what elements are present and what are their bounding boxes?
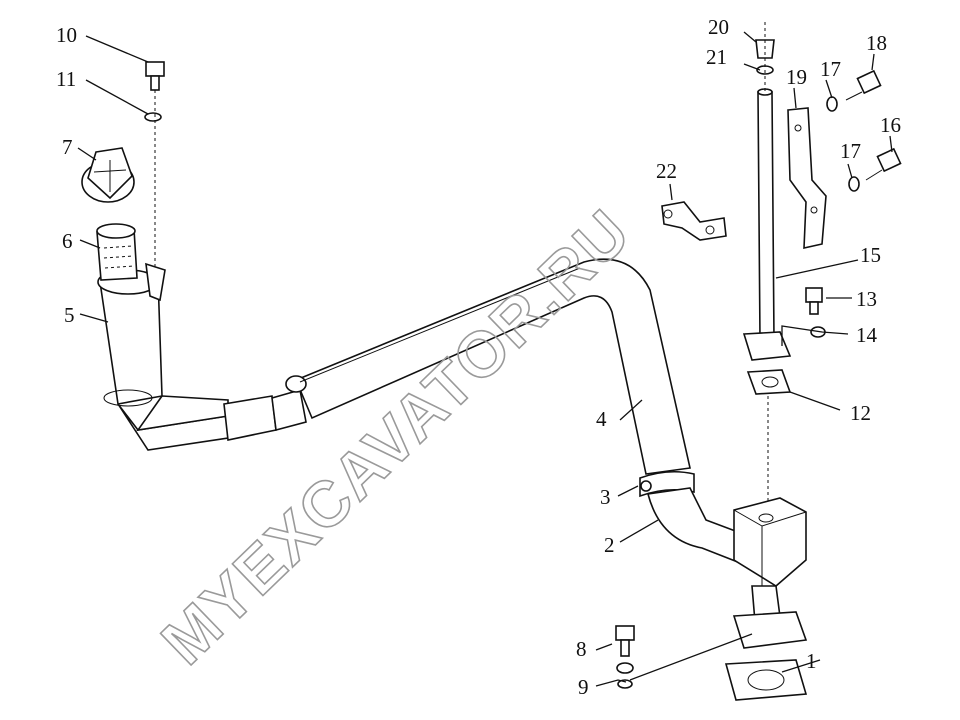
callout-labels: 1 2 3 4 5 6 7 8 9 10 11 12 13 14 15 16 1… — [56, 15, 901, 699]
callout-8: 8 — [576, 637, 587, 661]
part-10-bolt — [145, 61, 165, 91]
part-flange-plate — [742, 331, 792, 361]
callout-1: 1 — [806, 649, 817, 673]
callout-17-lower: 17 — [840, 139, 861, 163]
part-1-gasket — [724, 611, 808, 701]
part-18-bolt — [845, 69, 882, 101]
part-17-washer-lower — [848, 176, 860, 192]
part-12-gasket — [746, 369, 792, 395]
part-15-breather-pipe — [757, 88, 775, 341]
leader-lines — [77, 31, 893, 687]
callout-15: 15 — [860, 243, 881, 267]
callout-4: 4 — [596, 407, 607, 431]
part-16-bolt — [865, 147, 902, 181]
callout-12: 12 — [850, 401, 871, 425]
callout-16: 16 — [880, 113, 901, 137]
part-4-main-pipe — [117, 258, 691, 475]
callout-3: 3 — [600, 485, 611, 509]
callout-9: 9 — [578, 675, 589, 699]
callout-19: 19 — [786, 65, 807, 89]
callout-21: 21 — [706, 45, 727, 69]
part-5-filler-neck — [97, 262, 166, 407]
callout-10: 10 — [56, 23, 77, 47]
callout-11: 11 — [56, 67, 76, 91]
callout-20: 20 — [708, 15, 729, 39]
callout-13: 13 — [856, 287, 877, 311]
part-19-bracket — [787, 107, 827, 250]
part-8-bolt — [615, 625, 635, 657]
callout-5: 5 — [64, 303, 75, 327]
part-7-filler-cap — [81, 147, 135, 203]
callout-14: 14 — [856, 323, 878, 347]
part-6-strainer — [96, 223, 138, 281]
callout-17-upper: 17 — [820, 57, 841, 81]
part-22-pipe-clip — [661, 201, 727, 241]
part-9-washer — [616, 662, 634, 689]
callout-7: 7 — [62, 135, 73, 159]
part-13-bolt — [805, 287, 823, 315]
part-17-washer-upper — [826, 96, 838, 112]
part-11-washer — [144, 112, 162, 122]
callout-22: 22 — [656, 159, 677, 183]
callout-18: 18 — [866, 31, 887, 55]
callout-6: 6 — [62, 229, 73, 253]
callout-2: 2 — [604, 533, 615, 557]
